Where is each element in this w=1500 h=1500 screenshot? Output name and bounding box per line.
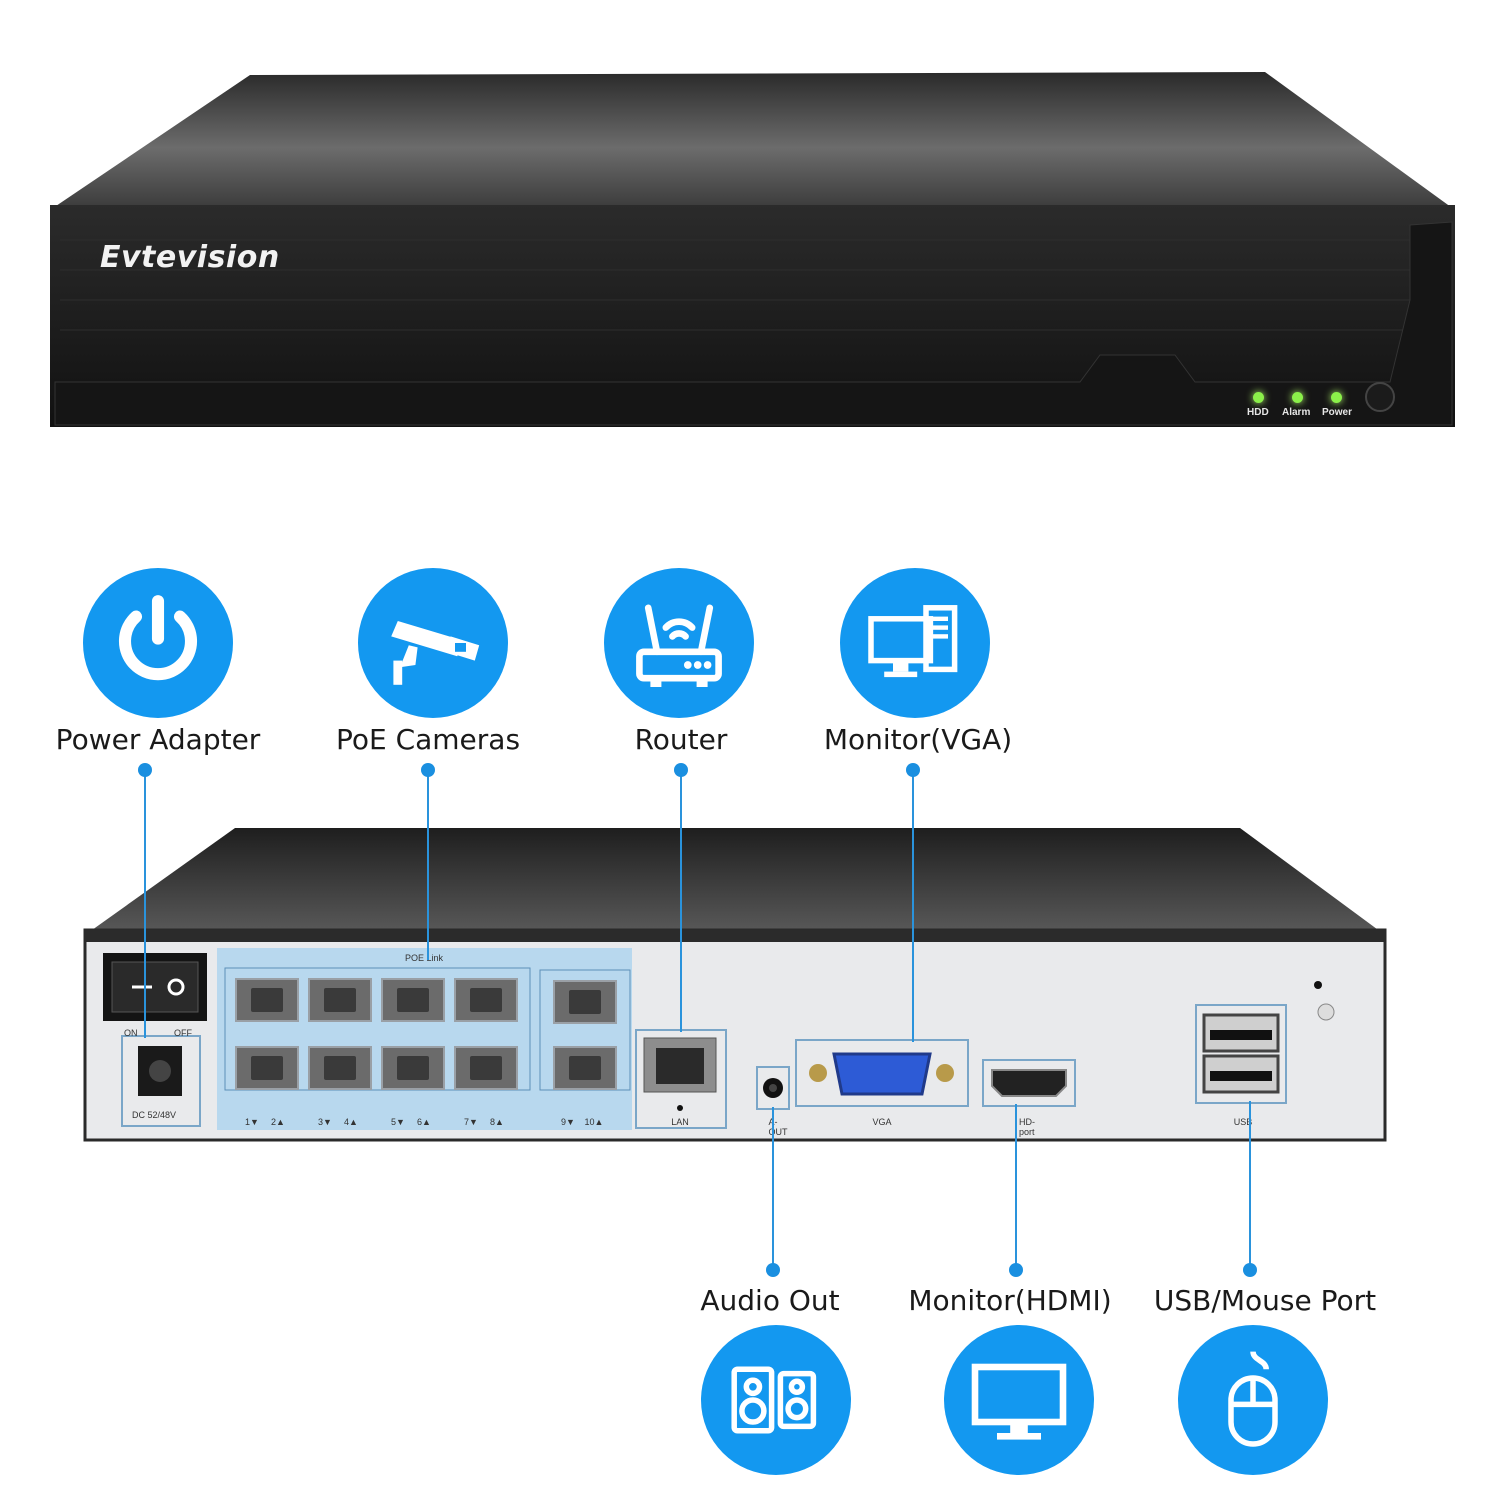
poe-port-8 (454, 1046, 518, 1090)
connector-dot (766, 1263, 780, 1277)
monitor-hdmi-label: Monitor(HDMI) (908, 1284, 1112, 1317)
connector-line-hdmi (1015, 1104, 1017, 1270)
hdd-indicator-light (1253, 392, 1264, 403)
poe-port-7 (454, 978, 518, 1022)
connector-line-vga (912, 770, 914, 1042)
audio-out-label: Audio Out (700, 1284, 840, 1317)
usb-mouse-port-label: USB/Mouse Port (1153, 1284, 1377, 1317)
usb-port-label: USB (1233, 1117, 1253, 1127)
dc-input-label: DC 52/48V (132, 1110, 177, 1120)
monitor-vga-label: Monitor(VGA) (823, 723, 1013, 756)
poe-port-9 (553, 980, 617, 1024)
poe-port-4 (308, 1046, 372, 1090)
connector-dot (674, 763, 688, 777)
poe-port-5 (381, 978, 445, 1022)
port-number-label: 6▲ (417, 1117, 431, 1127)
connector-line-power (144, 770, 146, 1038)
port-number-label: 3▼ (318, 1117, 332, 1127)
port-number-label: 1▼ (245, 1117, 259, 1127)
alarm-label: Alarm (1282, 407, 1311, 418)
cctv-camera-icon (358, 568, 508, 718)
poe-port-1 (235, 978, 299, 1022)
power-adapter-label: Power Adapter (55, 723, 261, 756)
brand-logo: Evtevision (100, 240, 280, 275)
connector-dot (421, 763, 435, 777)
router-label: Router (634, 723, 728, 756)
poe-port-10 (553, 1046, 617, 1090)
power-label: Power (1322, 407, 1353, 418)
power-icon (83, 568, 233, 718)
poe-port-6 (381, 1046, 445, 1090)
router-icon (604, 568, 754, 718)
connector-dot (1009, 1263, 1023, 1277)
desktop-computer-icon (840, 568, 990, 718)
nvr-front-body (50, 72, 1455, 427)
connector-dot (906, 763, 920, 777)
port-number-label: 7▼ (464, 1117, 478, 1127)
connector-line-usb (1249, 1101, 1251, 1270)
poe-port-3 (308, 978, 372, 1022)
speakers-icon (701, 1325, 851, 1475)
connector-dot (1243, 1263, 1257, 1277)
poe-link-label: POE Link (405, 953, 444, 963)
poe-port-2 (235, 1046, 299, 1090)
port-number-label: 4▲ (344, 1117, 358, 1127)
port-number-label: 9▼ (561, 1117, 575, 1127)
port-number-label: 10▲ (584, 1117, 604, 1127)
switch-on-label: ON (124, 1028, 138, 1038)
connector-line-audio (772, 1107, 774, 1270)
port-number-label: 5▼ (391, 1117, 405, 1127)
poe-cameras-label: PoE Cameras (335, 723, 521, 756)
port-number-label: 2▲ (271, 1117, 285, 1127)
connector-line-router (680, 770, 682, 1032)
vga-port-label: VGA (872, 1117, 892, 1127)
connector-line-poe (427, 770, 429, 960)
power-indicator-light (1331, 392, 1342, 403)
nvr-rear-body (83, 828, 1387, 1142)
hdmi-port-label: HD-port (1019, 1117, 1035, 1137)
connector-dot (138, 763, 152, 777)
hdd-label: HDD (1247, 407, 1269, 418)
mouse-icon (1178, 1325, 1328, 1475)
switch-off-label: OFF (174, 1028, 192, 1038)
port-number-label: 8▲ (490, 1117, 504, 1127)
alarm-indicator-light (1292, 392, 1303, 403)
lan-port-label: LAN (671, 1117, 689, 1127)
monitor-icon (944, 1325, 1094, 1475)
